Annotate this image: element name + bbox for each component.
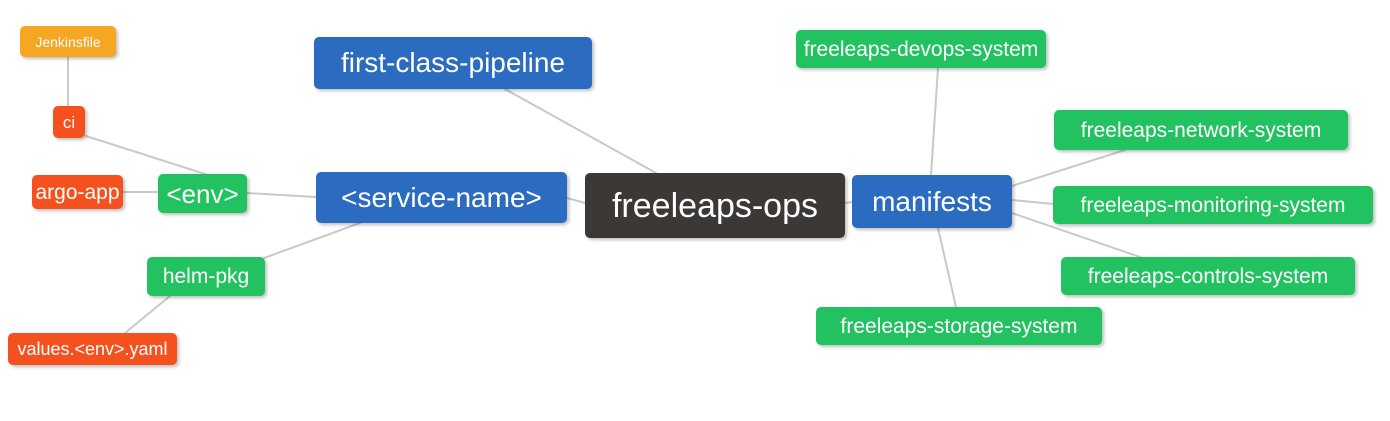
edge-manifests--freeleaps-network-system [1011, 149, 1126, 187]
edge-ci--env [85, 135, 209, 176]
edge-manifests--freeleaps-controls-system [1011, 212, 1141, 258]
node-values-env-yaml[interactable]: values.<env>.yaml [8, 333, 177, 365]
node-service-name[interactable]: <service-name> [316, 172, 567, 223]
node-jenkinsfile[interactable]: Jenkinsfile [20, 26, 116, 57]
node-argo-app[interactable]: argo-app [32, 175, 123, 209]
edge-manifests--freeleaps-monitoring-system [1011, 199, 1054, 205]
edge-service-name--freeleaps-ops [566, 197, 586, 204]
node-freeleaps-network-system[interactable]: freeleaps-network-system [1054, 110, 1348, 150]
edge-env--service-name [246, 192, 317, 198]
node-freeleaps-devops-system[interactable]: freeleaps-devops-system [796, 30, 1046, 68]
node-freeleaps-monitoring-system[interactable]: freeleaps-monitoring-system [1053, 186, 1373, 224]
edge-first-class-pipeline--freeleaps-ops [504, 88, 657, 174]
edge-helm-pkg--service-name [263, 222, 361, 259]
node-manifests[interactable]: manifests [852, 175, 1012, 228]
edge-freeleaps-ops--manifests [844, 201, 853, 204]
node-ci[interactable]: ci [53, 106, 85, 138]
edge-manifests--freeleaps-storage-system [937, 227, 957, 308]
edge-values-env-yaml--helm-pkg [124, 295, 171, 334]
node-freeleaps-controls-system[interactable]: freeleaps-controls-system [1061, 257, 1355, 295]
node-freeleaps-storage-system[interactable]: freeleaps-storage-system [816, 307, 1102, 345]
edge-manifests--freeleaps-devops-system [930, 67, 939, 176]
node-first-class-pipeline[interactable]: first-class-pipeline [314, 37, 592, 89]
node-env[interactable]: <env> [158, 174, 247, 213]
node-freeleaps-ops[interactable]: freeleaps-ops [585, 173, 845, 238]
node-helm-pkg[interactable]: helm-pkg [147, 257, 265, 296]
